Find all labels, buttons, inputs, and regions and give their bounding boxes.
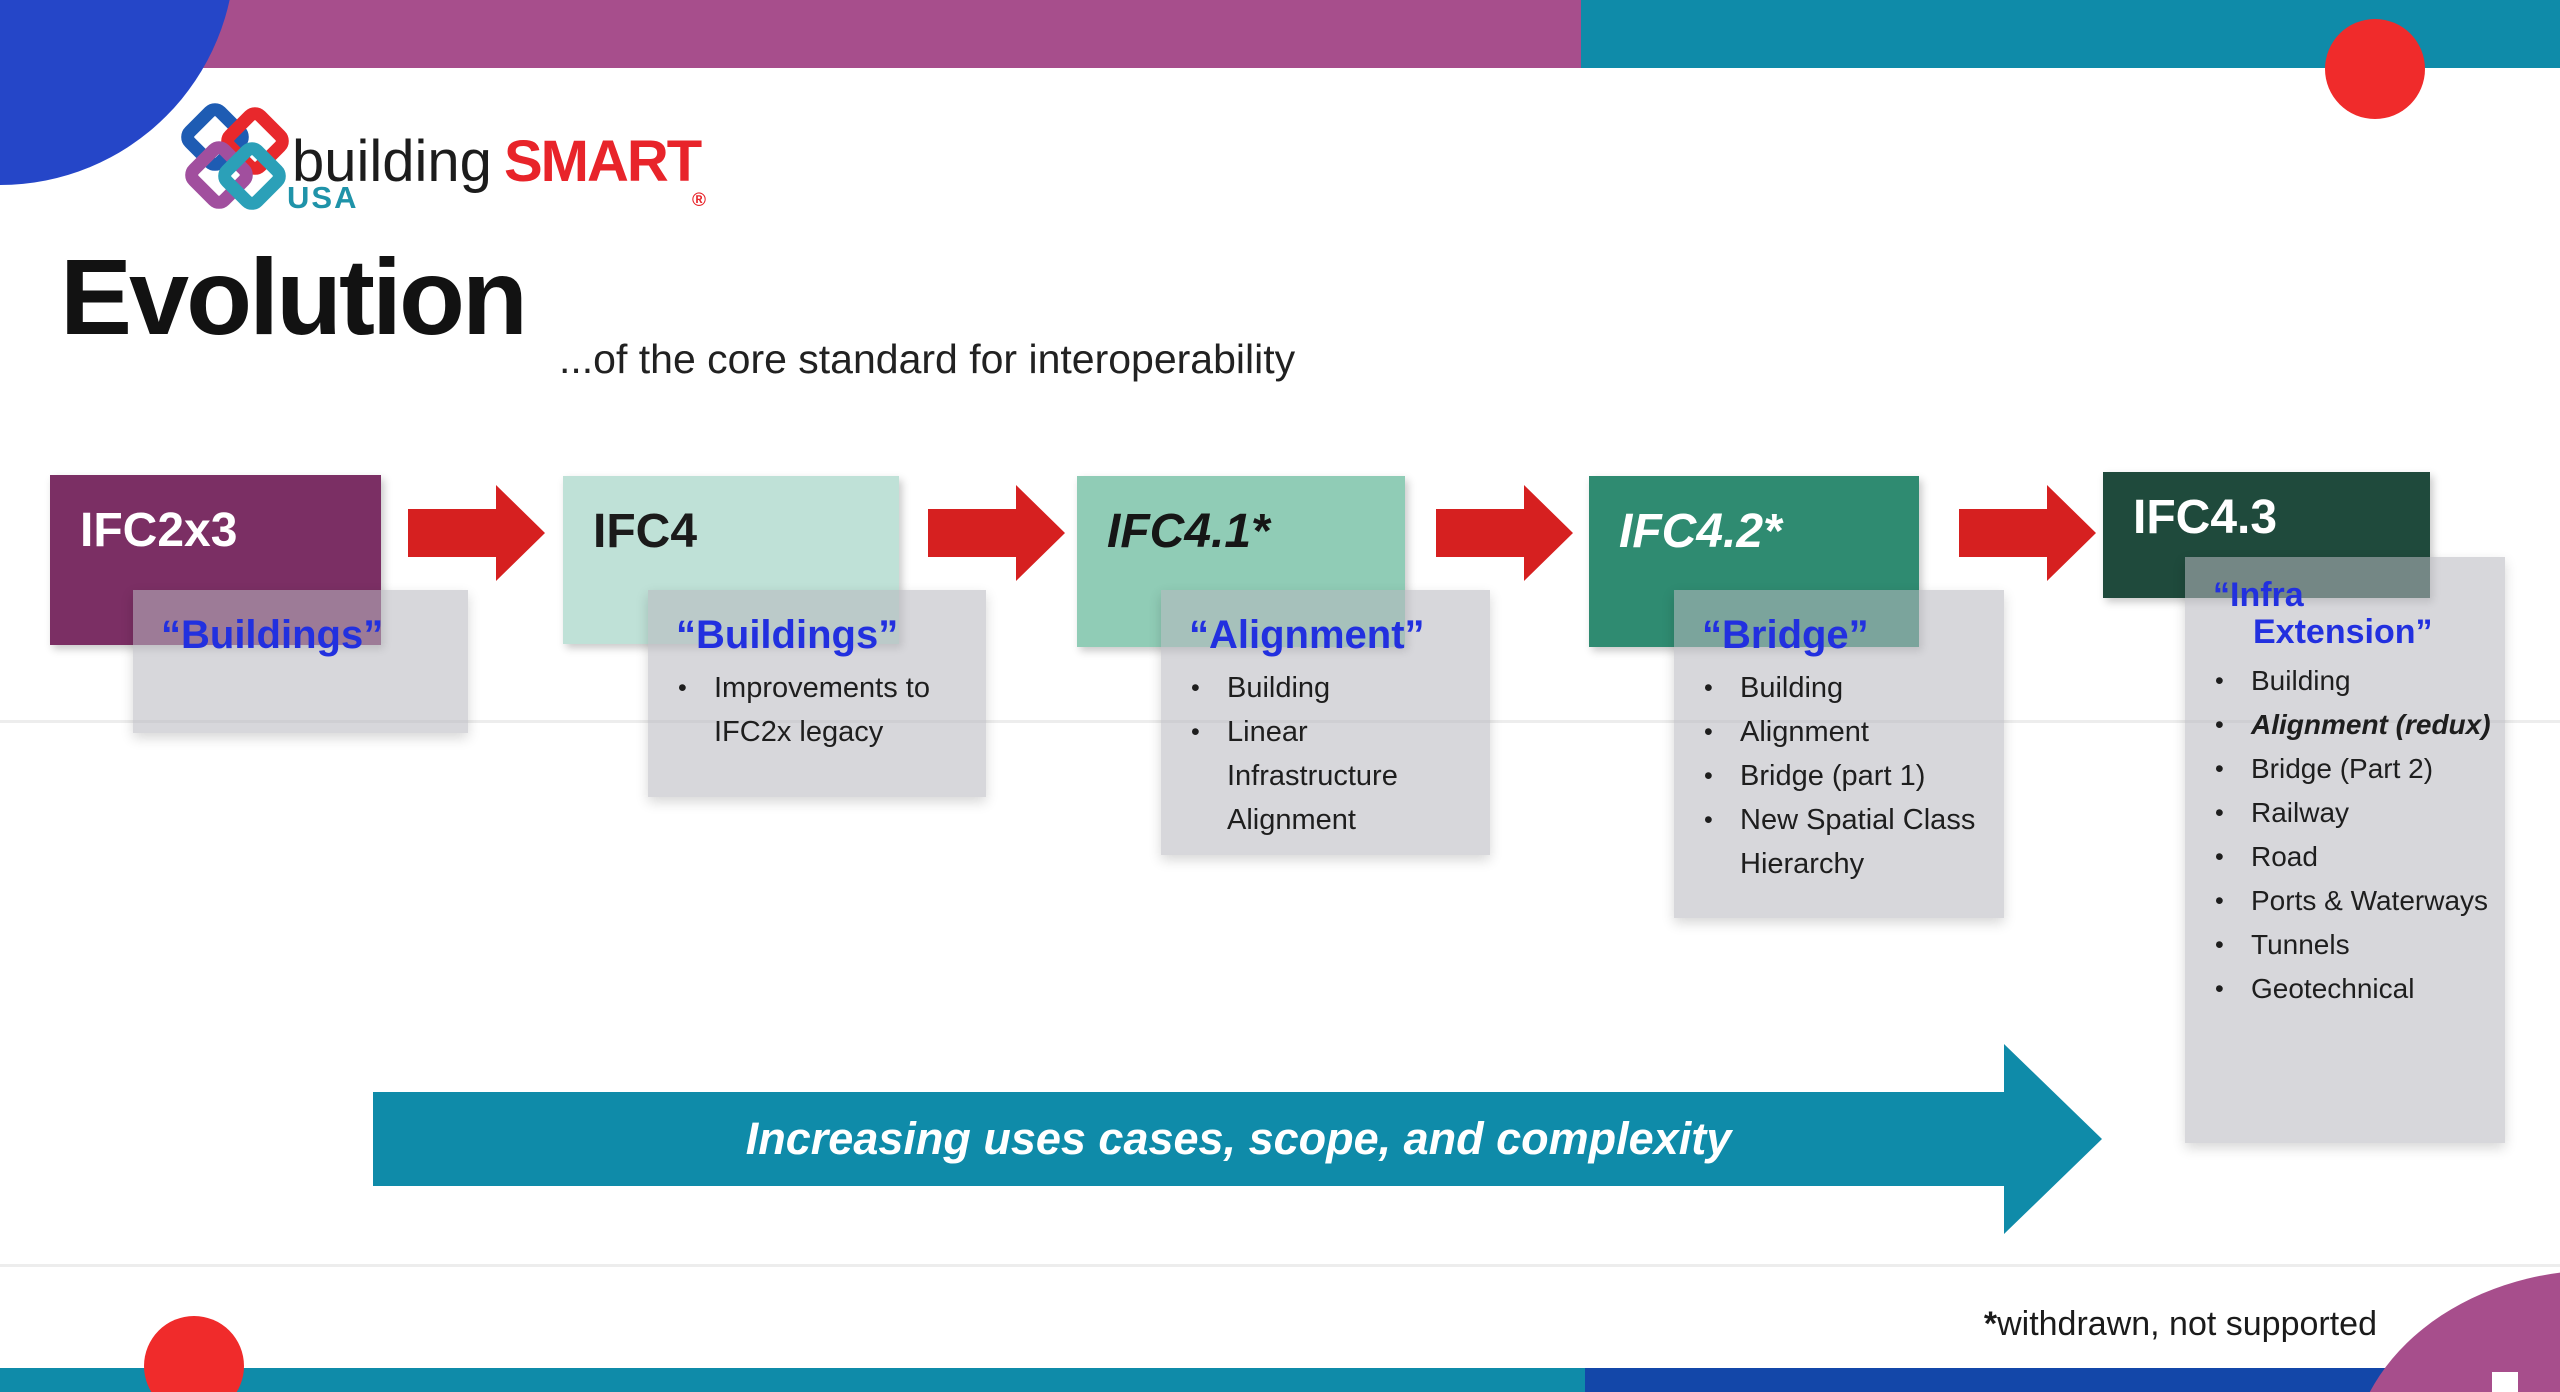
footnote-asterisk: * [1983,1305,1998,1343]
footnote: *withdrawn, not supported [1984,1305,2377,1344]
footnote-text: withdrawn, not supported [1997,1305,2377,1343]
bullet-icon: • [2215,887,2224,915]
stage-card-ifc41: “Alignment” • Building • Linear Infrastr… [1161,590,1490,855]
stage-nickname: “Bridge” [1702,613,1869,657]
stage-card-ifc2x3: “Buildings” [133,590,468,733]
bullet-icon: • [2215,931,2224,959]
bullet-icon: • [1704,762,1713,790]
bullet-icon: • [1704,806,1713,834]
top-right-red-circle [2325,19,2425,119]
stage-label: IFC4.1* [1107,505,1270,558]
increasing-scope-arrow: Increasing uses cases, scope, and comple… [373,1044,2102,1234]
bottom-teal-bar [0,1368,1585,1392]
flow-arrow-icon [1959,485,2096,581]
stage-card-ifc43: “Infra Extension” • Building • Alignment… [2185,557,2505,1143]
page-title: Evolution [60,236,528,357]
registered-mark: ® [692,190,706,211]
list-item: • Geotechnical [2185,967,2505,1011]
list-item: • Bridge (Part 2) [2185,747,2505,791]
bullet-icon: • [1704,674,1713,702]
list-item: • New Spatial Class Hierarchy [1674,798,2004,886]
stage-label: IFC2x3 [80,504,238,557]
stage-card-ifc42: “Bridge” • Building • Alignment • Bridge… [1674,590,2004,918]
flow-arrow-icon [408,485,545,581]
list-item: • Linear Infrastructure Alignment [1161,710,1490,842]
bullet-icon: • [1191,718,1200,746]
stage-label: IFC4.2* [1619,505,1782,558]
logo-wordmark-smart: SMART [504,129,702,194]
divider-line [0,1264,2560,1267]
bullet-icon: • [2215,843,2224,871]
banner-caption: Increasing uses cases, scope, and comple… [745,1113,1732,1164]
list-item: • Tunnels [2185,923,2505,967]
list-item: • Railway [2185,791,2505,835]
list-item: • Alignment [1674,710,2004,754]
bottom-right-purple-shape [2350,1270,2560,1392]
corner-white-glyph [2492,1372,2518,1392]
flow-arrow-icon [1436,485,1573,581]
bottom-left-red-circle [144,1316,244,1392]
bullet-icon: • [2215,711,2224,739]
stage-card-ifc4: “Buildings” • Improvements to IFC2x lega… [648,590,986,797]
stage-nickname: “Buildings” [676,613,899,657]
bullet-icon: • [1704,718,1713,746]
list-item: • Building [1674,666,2004,710]
stage-nickname: “Infra Extension” [2213,576,2433,651]
page-subtitle: ...of the core standard for interoperabi… [559,336,1296,382]
bullet-icon: • [2215,975,2224,1003]
bullet-icon: • [678,674,687,702]
list-item: • Alignment (redux) [2185,703,2505,747]
stage-label: IFC4.3 [2133,491,2278,544]
list-item: • Improvements to IFC2x legacy [648,666,986,754]
logo-wordmark-usa: USA [287,180,359,215]
list-item: • Road [2185,835,2505,879]
list-item: • Building [1161,666,1490,710]
bullet-icon: • [2215,755,2224,783]
bullet-icon: • [2215,667,2224,695]
stage-nickname: “Alignment” [1189,613,1425,657]
list-item: • Building [2185,659,2505,703]
top-magenta-bar [0,0,1581,68]
stage-nickname: “Buildings” [161,613,384,657]
list-item: • Ports & Waterways [2185,879,2505,923]
stage-box-ifc43: IFC4.3 [2103,472,2430,598]
flow-arrow-icon [928,485,1065,581]
bullet-icon: • [1191,674,1200,702]
list-item: • Bridge (part 1) [1674,754,2004,798]
logo-wordmark-building: building [292,129,492,194]
stage-label: IFC4 [593,505,698,558]
bullet-icon: • [2215,799,2224,827]
